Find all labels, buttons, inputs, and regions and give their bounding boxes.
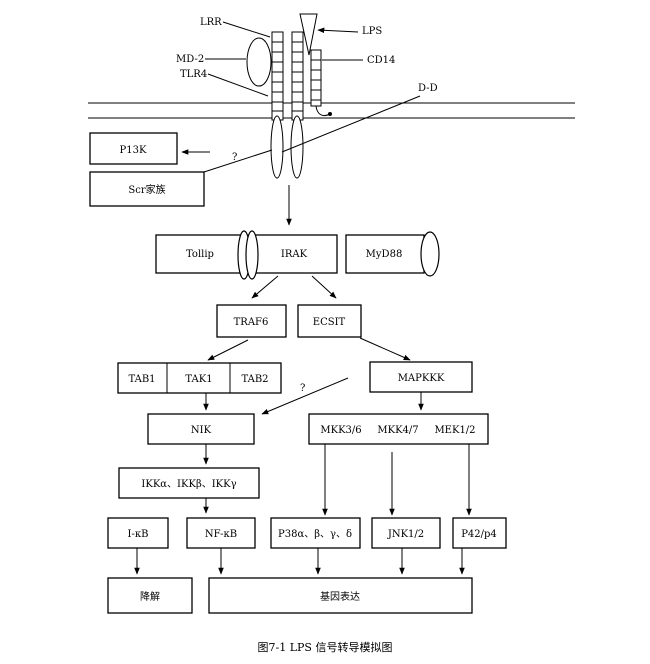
label-tlr4: TLR4: [180, 69, 207, 80]
text-tak1: TAK1: [185, 374, 212, 385]
box-p38: [270, 517, 361, 549]
text-nik: NIK: [191, 425, 212, 436]
connector-oval-right: [245, 230, 259, 280]
text-jnk: JNK1/2: [387, 529, 424, 540]
text-scr: Scr家族: [128, 183, 165, 196]
text-traf6: TRAF6: [234, 317, 269, 328]
text-nfkb: NF-κB: [205, 529, 237, 540]
text-tab2: TAB2: [241, 374, 268, 385]
text-mkk36: MKK3/6: [320, 425, 361, 436]
box-p42: [452, 517, 507, 549]
box-irak: [251, 234, 338, 274]
text-ikk: IKKα、IKKβ、IKKγ: [141, 479, 236, 490]
text-tollip: Tollip: [186, 249, 214, 260]
label-question-1: ?: [232, 152, 237, 163]
text-mapkkk: MAPKKK: [398, 373, 445, 384]
text-ikb: I-κB: [128, 529, 149, 540]
tlr4-right-chain: [290, 31, 304, 179]
pointer-lps: [317, 27, 359, 34]
label-lrr: LRR: [200, 17, 222, 28]
box-tab-complex: [117, 362, 282, 394]
box-nik: [147, 413, 255, 445]
text-myd88: MyD88: [366, 249, 403, 260]
md2-oval: [246, 37, 272, 87]
box-gene-expression: [208, 577, 473, 614]
label-question-2: ?: [300, 383, 305, 394]
box-degradation: [107, 577, 193, 614]
label-cd14: CD14: [367, 55, 395, 66]
text-tab1: TAB1: [128, 374, 155, 385]
box-p13k: [89, 132, 178, 165]
text-irak: IRAK: [281, 249, 308, 260]
text-ecsit: ECSIT: [313, 317, 346, 328]
pointer-dd: [281, 95, 421, 153]
arrow-to-nik: [261, 377, 349, 415]
box-nfkb: [186, 517, 256, 549]
box-mapkkk: [369, 361, 473, 393]
label-md2: MD-2: [176, 54, 204, 65]
cell-membrane: [88, 102, 575, 119]
box-ikb: [107, 517, 169, 549]
label-dd: D-D: [418, 83, 438, 94]
box-ecsit: [297, 304, 362, 338]
lps-wedge: [299, 13, 318, 56]
text-degradation: 降解: [140, 590, 160, 603]
box-myd88: [345, 234, 425, 274]
box-scr: [89, 171, 205, 207]
arrow-ecsit-to-mapkkk: [359, 337, 411, 361]
tlr4-left-chain: [270, 31, 284, 179]
text-p38: P38α、β、γ、δ: [278, 529, 352, 540]
text-p13k: P13K: [120, 145, 147, 156]
text-mkk47: MKK4/7: [377, 425, 418, 436]
line-to-scr: [203, 149, 273, 173]
arrow-irak-to-traf6: [251, 275, 279, 299]
arrow-traf6-to-tak1: [207, 339, 249, 361]
label-lps: LPS: [362, 26, 382, 37]
cd14-chain: [310, 49, 332, 117]
box-ikk: [118, 467, 260, 499]
box-jnk: [371, 517, 441, 549]
text-p42: P42/p4: [461, 529, 497, 540]
box-mkk: [308, 413, 489, 445]
box-traf6: [216, 304, 287, 338]
arrow-irak-to-ecsit: [311, 275, 337, 299]
text-mek12: MEK1/2: [434, 425, 475, 436]
myd88-oval: [420, 231, 440, 277]
box-tollip: [155, 234, 247, 274]
pointer-lrr: [222, 21, 271, 38]
figure-caption: 图7-1 LPS 信号转导模拟图: [258, 640, 393, 654]
text-gene-expression: 基因表达: [320, 590, 360, 603]
pointer-tlr4: [207, 73, 269, 97]
tlr4-receptor: [246, 13, 332, 179]
